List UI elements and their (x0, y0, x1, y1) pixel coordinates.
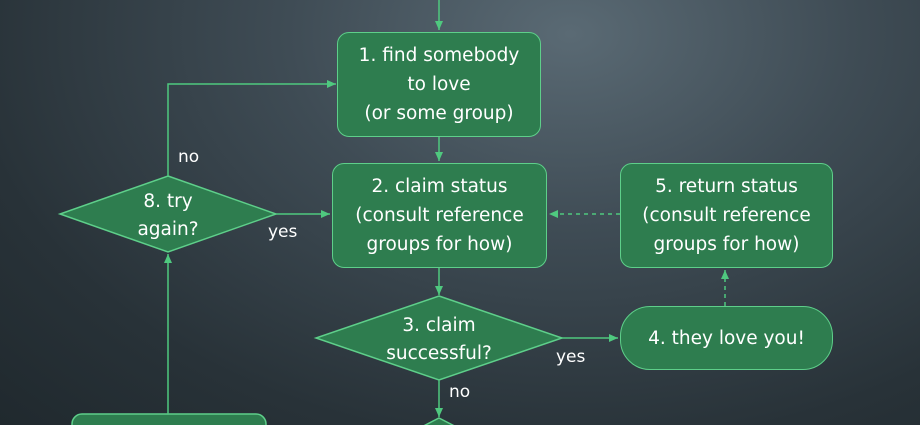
step-2-claim-status[interactable]: 2. claim status (consult reference group… (332, 163, 547, 268)
label-3-yes: yes (556, 347, 586, 367)
step-3-line-2: successful? (386, 343, 492, 364)
step-5-line-3: groups for how) (653, 234, 800, 255)
step-1-line-1: 1. find somebody (358, 45, 520, 66)
step-1-find-somebody[interactable]: 1. find somebody to love (or some group) (337, 32, 541, 137)
label-8-yes: yes (268, 222, 298, 242)
step-3-line-1: 3. claim (402, 315, 476, 336)
step-4-line-1: 4. they love you! (648, 327, 805, 349)
box-partial-bottom-left[interactable] (71, 413, 267, 425)
step-8-line-2: again? (137, 219, 199, 240)
label-3-no: no (449, 382, 471, 402)
step-2-line-3: groups for how) (366, 234, 513, 255)
step-1-line-2: to love (407, 74, 471, 95)
diamond-8-try-again[interactable] (57, 175, 279, 253)
step-3-text: 3. claim successful? (379, 312, 499, 368)
step-8-text: 8. try again? (118, 188, 218, 244)
step-2-line-1: 2. claim status (371, 176, 508, 197)
step-1-line-3: (or some group) (364, 103, 514, 124)
step-5-return-status[interactable]: 5. return status (consult reference grou… (620, 163, 833, 268)
step-5-line-1: 5. return status (655, 176, 798, 197)
label-8-no: no (178, 147, 200, 167)
step-5-line-2: (consult reference (642, 205, 811, 226)
step-2-line-2: (consult reference (355, 205, 524, 226)
step-8-line-1: 8. try (143, 191, 193, 212)
diamond-partial-bottom[interactable] (408, 417, 470, 425)
step-4-they-love-you[interactable]: 4. they love you! (620, 306, 833, 370)
connector-8-no-to-1 (167, 80, 336, 176)
